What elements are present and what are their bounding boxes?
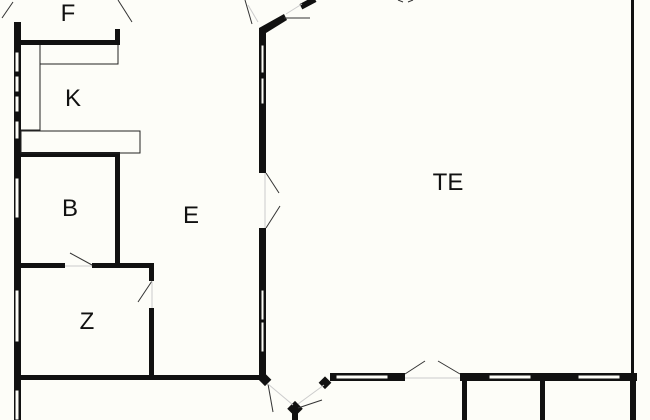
room-label-f: F (60, 0, 76, 27)
room-label-k: K (64, 85, 82, 112)
door-swings (1, 0, 461, 413)
room-label-te: TE (432, 169, 464, 196)
opening-lines (65, 3, 460, 406)
windows (14, 44, 621, 420)
walls (14, 0, 637, 420)
room-label-e: E (182, 202, 200, 229)
room-label-z: Z (79, 308, 95, 335)
room-label-b: B (61, 195, 79, 222)
shelf-outlines (20, 45, 141, 154)
